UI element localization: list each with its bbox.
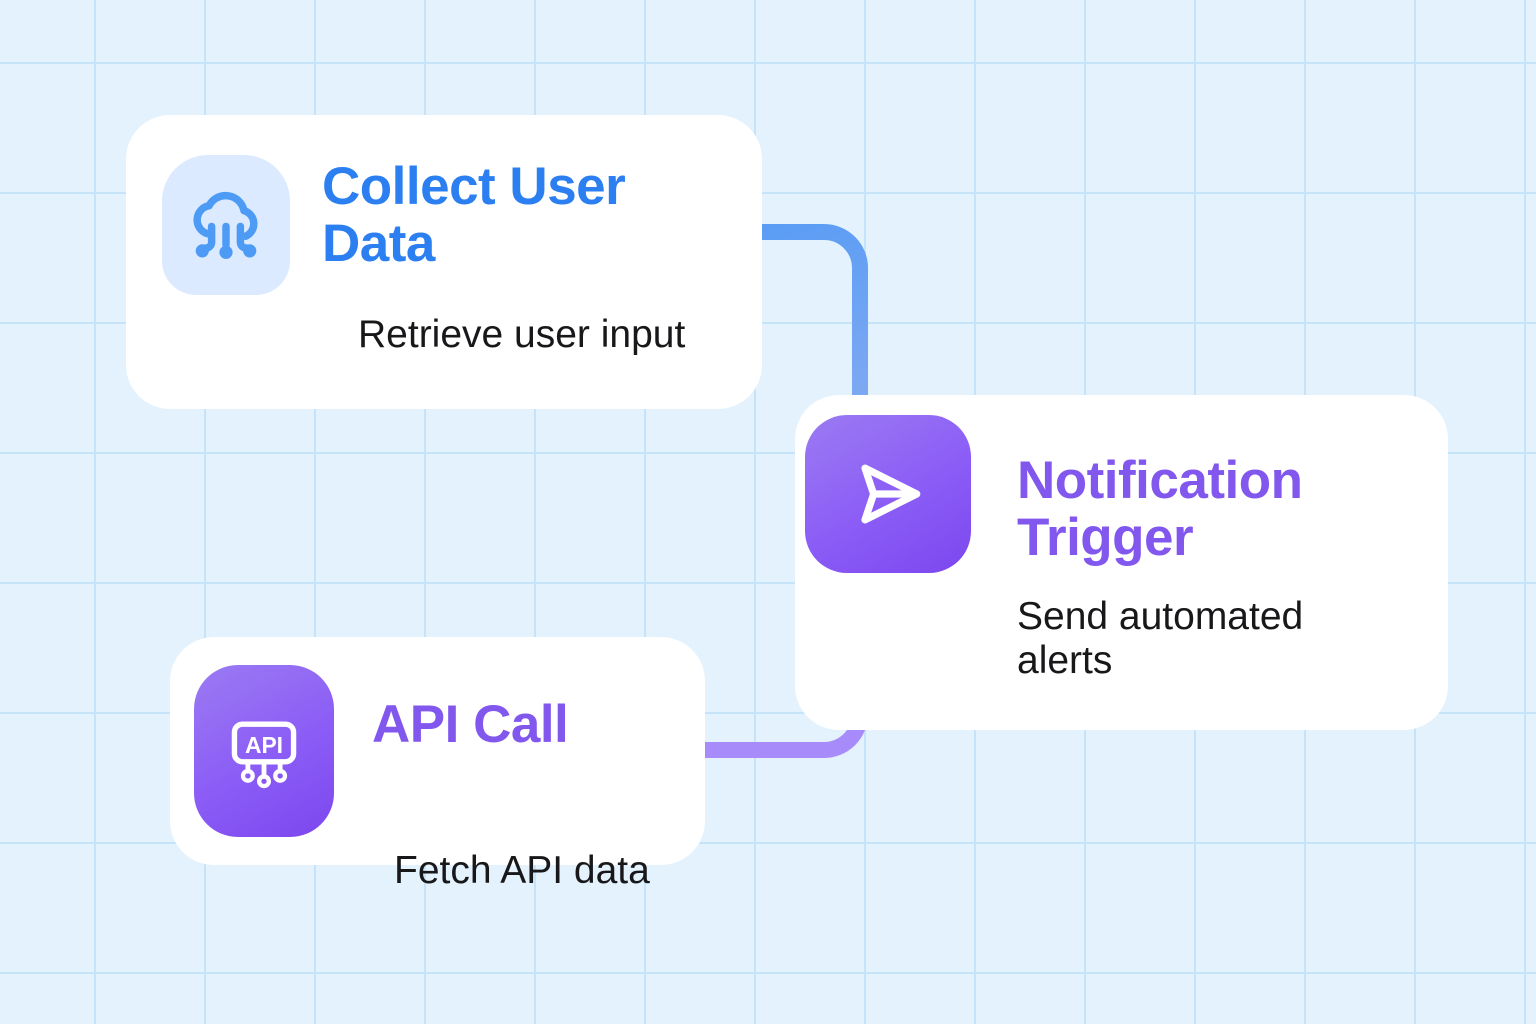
- node-card-notification-trigger[interactable]: Notification Trigger Send automated aler…: [795, 395, 1448, 730]
- card-subtitle: Retrieve user input: [358, 313, 686, 356]
- card-subtitle: Fetch API data: [394, 849, 650, 892]
- card-header-row: API API Call: [194, 665, 705, 837]
- card-title: Notification Trigger: [1017, 451, 1303, 567]
- svg-text:API: API: [245, 732, 283, 758]
- node-card-collect-user-data[interactable]: Collect User Data Retrieve user input: [126, 115, 762, 409]
- send-paper-plane-icon: [805, 415, 971, 573]
- api-chip-icon: API: [194, 665, 334, 837]
- card-title: Collect User Data: [322, 157, 626, 273]
- card-subtitle: Send automated alerts: [1017, 595, 1304, 683]
- node-card-api-call[interactable]: API API Call Fetch API data: [170, 637, 705, 892]
- card-title: API Call: [372, 695, 569, 754]
- card-header-row: Notification Trigger: [805, 415, 1448, 573]
- card-header-row: Collect User Data: [162, 155, 762, 295]
- cloud-data-nodes-icon: [162, 155, 290, 295]
